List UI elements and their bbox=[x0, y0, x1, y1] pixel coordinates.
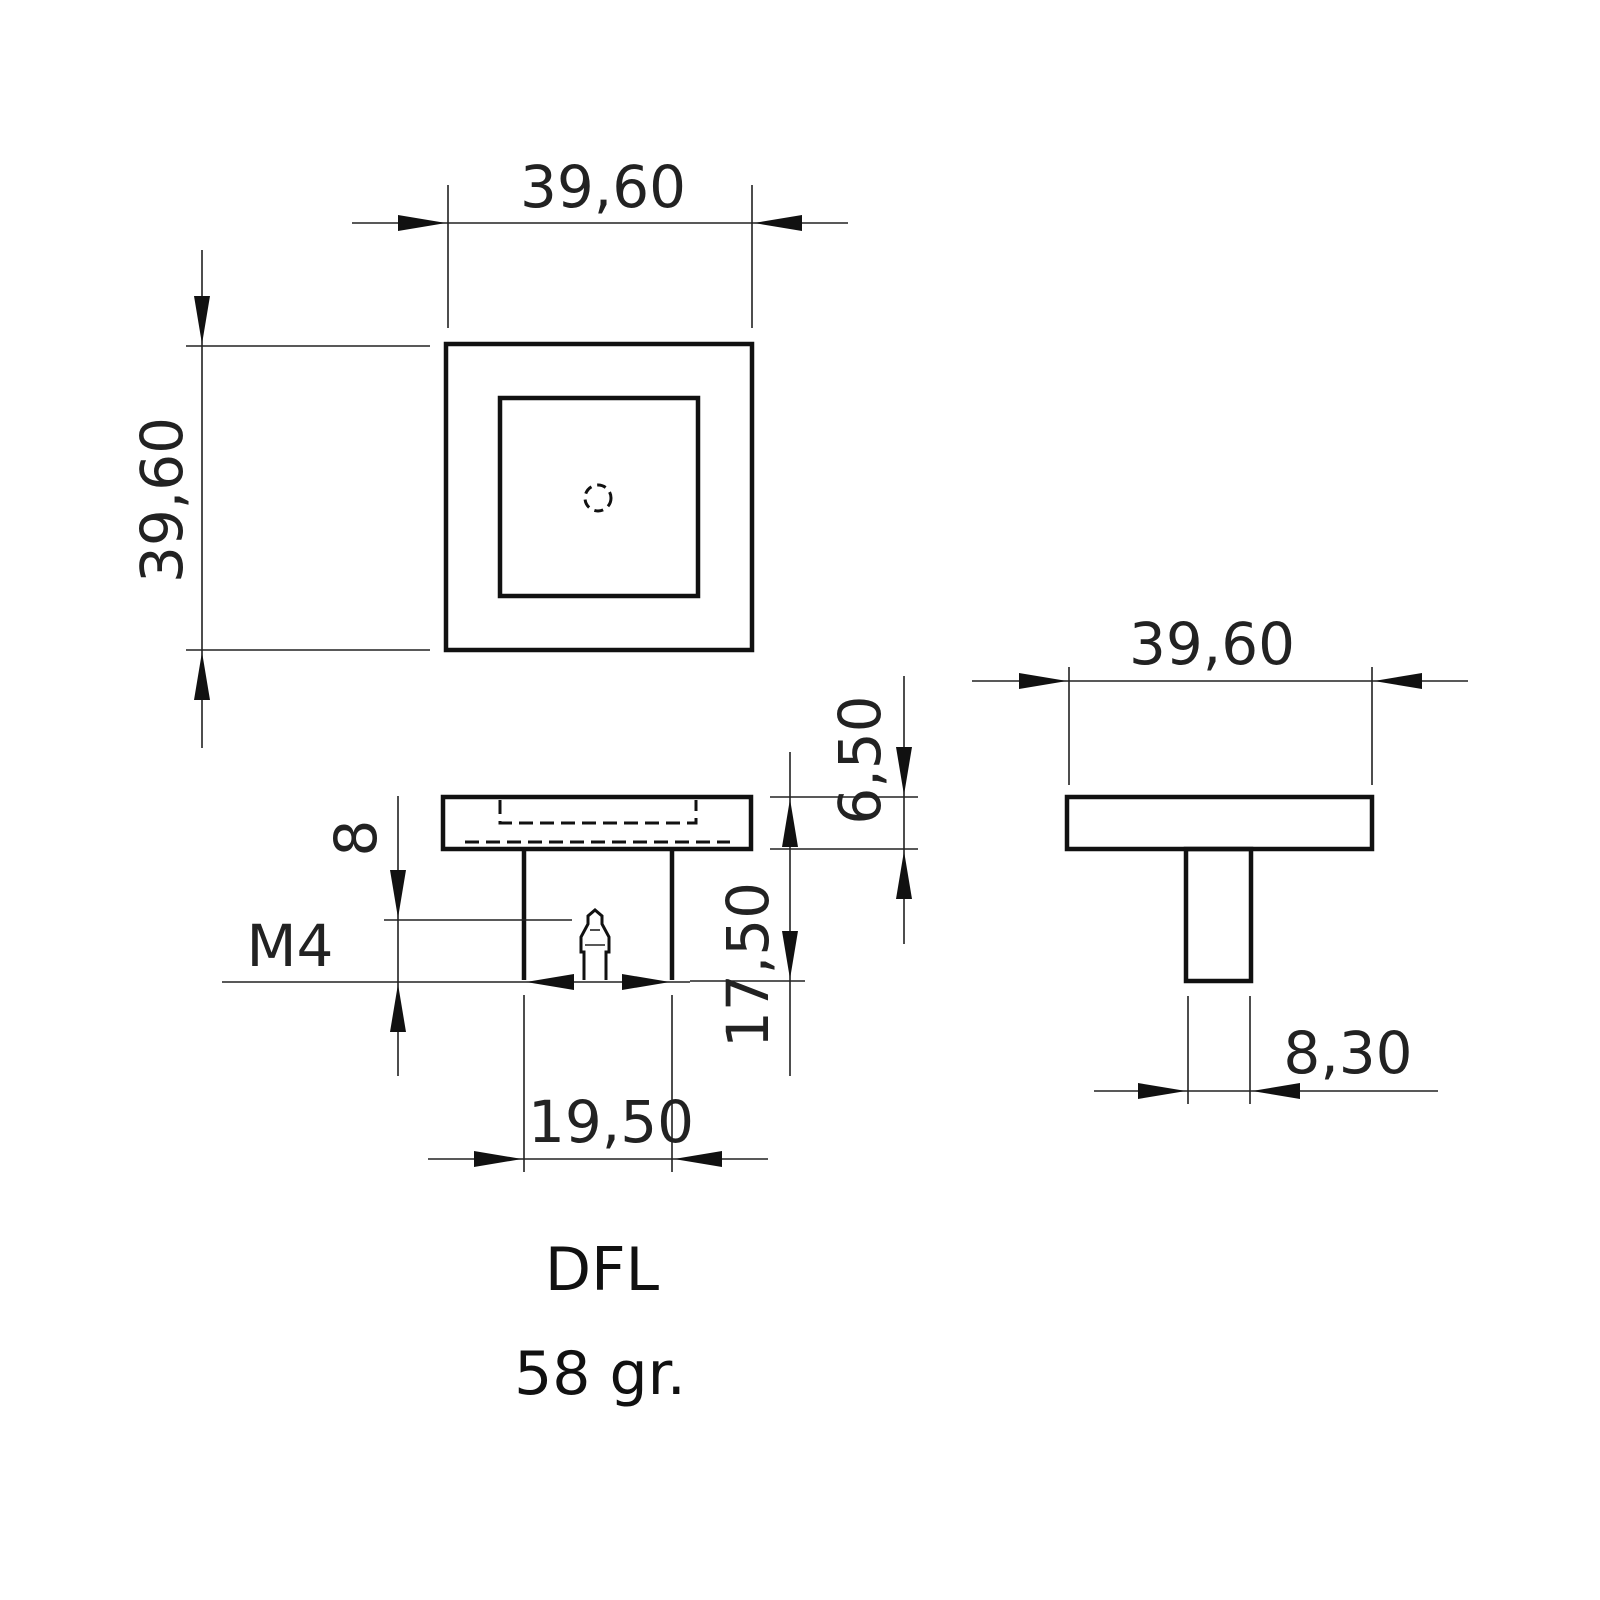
front-view-recess bbox=[498, 800, 698, 825]
dim-base-thickness-label: 6,50 bbox=[826, 695, 894, 824]
dim-stem-height-label: 17,50 bbox=[714, 882, 782, 1048]
dim-top-height: 39,60 bbox=[128, 250, 430, 748]
dim-top-width: 39,60 bbox=[352, 153, 848, 328]
dim-side-width: 39,60 bbox=[972, 610, 1468, 785]
side-view-base-plate bbox=[1064, 794, 1375, 852]
dim-stem-height: 17,50 bbox=[690, 752, 805, 1076]
dim-top-height-label: 39,60 bbox=[128, 417, 196, 583]
dim-side-width-label: 39,60 bbox=[1129, 610, 1295, 678]
side-view bbox=[1064, 794, 1375, 984]
dim-thread-label: M4 bbox=[247, 912, 334, 980]
top-view bbox=[443, 341, 755, 653]
top-view-center-hole bbox=[583, 483, 613, 513]
dim-stem-width: 19,50 bbox=[428, 995, 768, 1172]
front-view-base-plate bbox=[440, 794, 754, 852]
dim-base-thickness: 6,50 bbox=[770, 676, 918, 944]
top-view-inner-square bbox=[497, 395, 701, 599]
dim-top-width-label: 39,60 bbox=[520, 153, 686, 221]
dim-thread-depth: 8 M4 bbox=[222, 796, 690, 1076]
front-view bbox=[440, 794, 754, 980]
top-view-outer-square bbox=[443, 341, 755, 653]
front-view-thread-insert bbox=[579, 908, 611, 980]
weight-label: 58 gr. bbox=[514, 1339, 686, 1409]
dim-thread-depth-label: 8 bbox=[322, 820, 390, 857]
dim-stem-width-label: 19,50 bbox=[528, 1088, 694, 1156]
model-label: DFL bbox=[545, 1235, 660, 1305]
dim-side-stem-width-label: 8,30 bbox=[1283, 1019, 1412, 1087]
dim-side-stem-width: 8,30 bbox=[1094, 996, 1438, 1104]
side-view-stem bbox=[1183, 846, 1254, 984]
